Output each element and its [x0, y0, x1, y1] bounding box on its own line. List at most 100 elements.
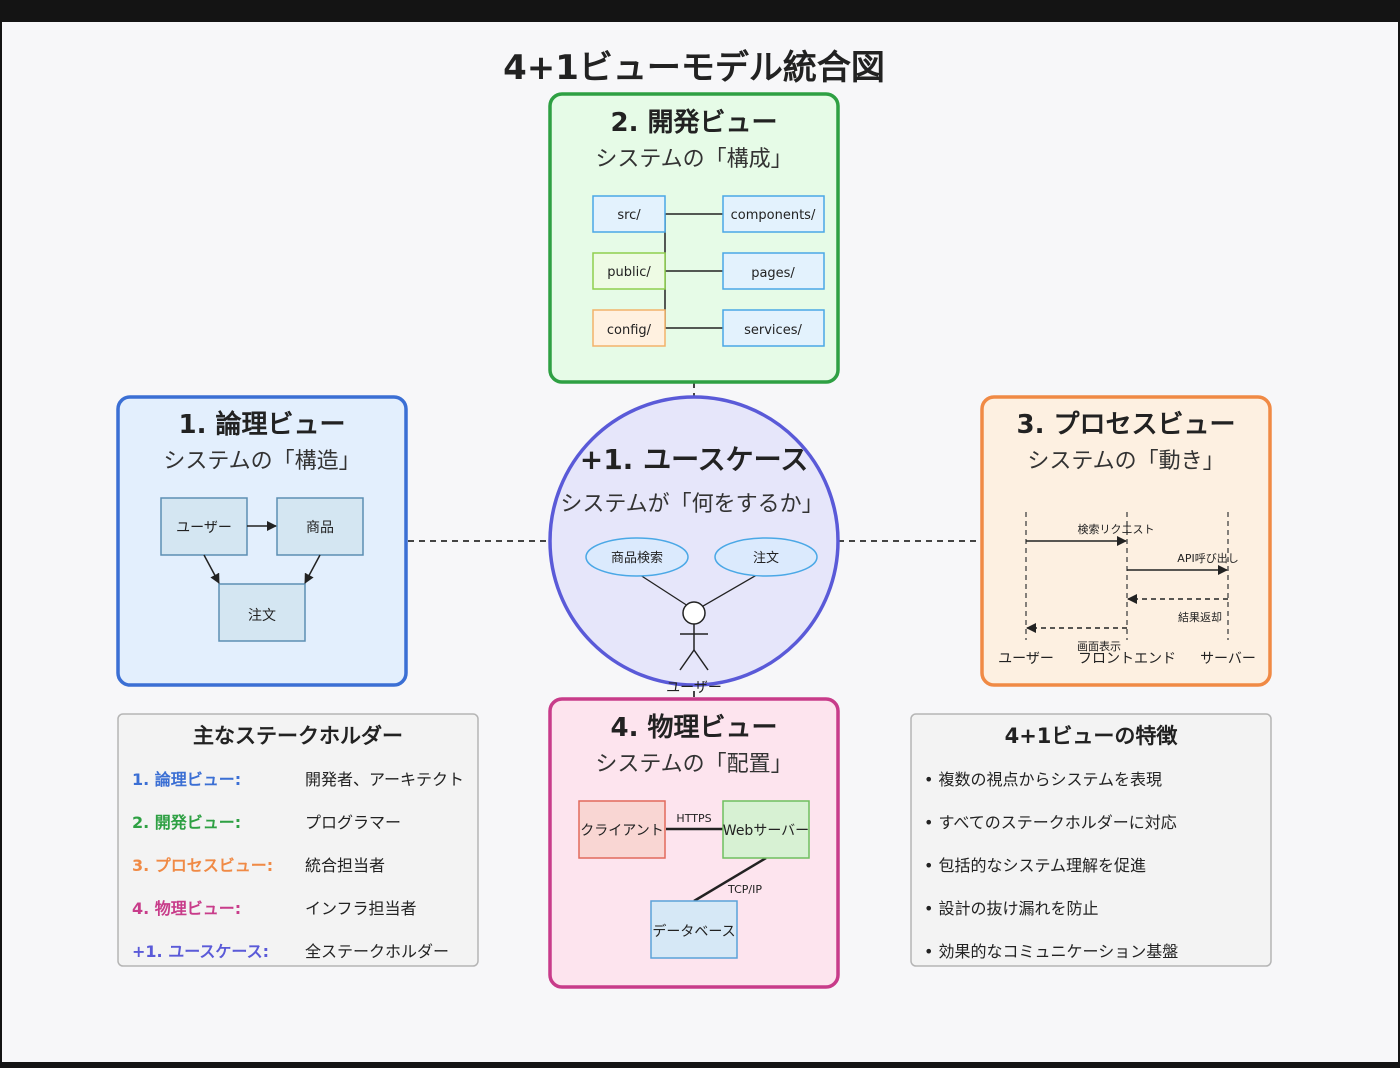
lifeline-server-label: サーバー	[1200, 651, 1256, 667]
link-tcpip-label: TCP/IP	[727, 883, 762, 896]
stakeholder-role: 統合担当者	[305, 856, 385, 875]
folder-src-label: src/	[617, 208, 641, 223]
feature-item: • すべてのステークホルダーに対応	[924, 813, 1177, 832]
undo-icon[interactable]: ↶	[688, 1030, 708, 1055]
usecase-product-search-label: 商品検索	[611, 551, 663, 566]
stakeholder-view-label: 3. プロセスビュー:	[132, 856, 273, 875]
logical-view-subtitle: システムの「構造」	[163, 449, 360, 474]
feature-item: • 設計の抜け漏れを防止	[924, 899, 1099, 918]
stakeholder-view-label: 2. 開発ビュー:	[132, 813, 241, 832]
stakeholder-rows: 1. 論理ビュー: 開発者、アーキテクト 2. 開発ビュー: プログラマー 3. プロセ…	[132, 770, 464, 961]
lifeline-frontend-label: フロントエンド	[1078, 651, 1176, 667]
lifelines	[1025, 512, 1229, 640]
moon-icon[interactable]: ◐	[900, 1030, 920, 1055]
logical-view-box	[116, 395, 408, 687]
stakeholder-view-label: +1. ユースケース:	[132, 942, 269, 961]
stakeholder-role: 全ステークホルダー	[305, 942, 449, 961]
stakeholder-view-label: 4. 物理ビュー:	[132, 899, 241, 918]
class-product	[276, 497, 364, 556]
folder-services-label: services/	[744, 323, 802, 338]
class-user-label: ユーザー	[176, 520, 232, 536]
message-search-request: 検索リクエスト	[1078, 522, 1155, 536]
stakeholders-panel: 主なステークホルダー 1. 論理ビュー: 開発者、アーキテクト 2. 開発ビュー: プ…	[117, 713, 479, 967]
features-heading: 4+1ビューの特徴	[1005, 724, 1179, 748]
class-order-label: 注文	[248, 608, 276, 624]
diagram-title: 4+1ビューモデル統合図	[503, 48, 885, 88]
folder-pages	[722, 252, 825, 290]
share-icon[interactable]: ↑	[847, 1030, 867, 1055]
stakeholder-role: インフラ担当者	[305, 899, 417, 918]
viewer-caption: スクリーンショット 2025-02-28 12.01.43.png (8/10)	[496, 1000, 904, 1019]
process-view-heading: 3. プロセスビュー	[1016, 410, 1235, 440]
usecase-view-circle	[548, 395, 840, 687]
node-web-server	[722, 800, 810, 859]
sequence-messages	[1026, 536, 1228, 633]
logical-view-heading: 1. 論理ビュー	[178, 409, 345, 440]
back-icon[interactable]: ←	[794, 1030, 814, 1055]
node-client-label: クライアント	[580, 823, 663, 839]
node-database-label: データベース	[652, 923, 735, 940]
features-panel: 4+1ビューの特徴 • 複数の視点からシステムを表現 • すべてのステークホルダー…	[910, 713, 1272, 967]
info-icon[interactable]: ⓘ	[421, 1030, 444, 1055]
usecase-product-search	[585, 537, 689, 577]
process-view-panel: 3. プロセスビュー システムの「動き」 検索リクエスト API呼び出し 結果返…	[980, 395, 1272, 687]
features-box	[910, 713, 1272, 967]
actor-label: ユーザー	[666, 680, 722, 696]
class-product-label: 商品	[306, 520, 334, 536]
message-screen-display: 画面表示	[1077, 639, 1121, 653]
development-view-subtitle: システムの「構成」	[595, 147, 792, 172]
stakeholders-box	[117, 713, 479, 967]
class-relations	[203, 521, 321, 584]
folder-src	[592, 195, 666, 233]
usecase-view-subtitle: システムが「何をするか」	[560, 492, 823, 517]
node-database	[650, 900, 738, 959]
physical-view-subtitle: システムの「配置」	[595, 752, 792, 777]
usecase-view-heading: +1. ユースケース	[580, 443, 809, 476]
feature-item: • 複数の視点からシステムを表現	[924, 770, 1162, 789]
stakeholder-role: プログラマー	[305, 813, 401, 832]
fit-icon[interactable]: ⤢	[583, 1030, 601, 1055]
folder-pages-label: pages/	[751, 266, 795, 281]
zoom-in-icon[interactable]: ⊕	[476, 1030, 496, 1055]
development-view-panel: 2. 開発ビュー システムの「構成」 src/ public/ config/ …	[548, 92, 840, 384]
link-tcpip	[693, 856, 767, 903]
edit-icon[interactable]: ✎	[953, 1030, 973, 1055]
folder-config-label: config/	[607, 323, 652, 338]
redo-icon[interactable]: ↷	[741, 1030, 761, 1055]
folder-services	[722, 309, 825, 347]
physical-view-box	[548, 697, 840, 989]
process-view-subtitle: システムの「動き」	[1027, 449, 1224, 474]
feature-item: • 包括的なシステム理解を促進	[924, 856, 1146, 875]
stakeholders-heading: 主なステークホルダー	[193, 724, 403, 748]
folder-config	[592, 309, 666, 347]
usecase-order-label: 注文	[753, 551, 779, 566]
folder-public	[592, 252, 666, 290]
usecase-links	[636, 572, 761, 607]
lifeline-user-label: ユーザー	[998, 651, 1054, 667]
physical-view-panel: 4. 物理ビュー システムの「配置」 クライアント Webサーバー データベース…	[548, 697, 840, 989]
folder-components	[722, 195, 825, 233]
physical-view-heading: 4. 物理ビュー	[610, 713, 777, 743]
rotate-left-icon[interactable]: ⟳	[635, 1030, 655, 1055]
node-client	[578, 800, 666, 859]
feature-rows: • 複数の視点からシステムを表現 • すべてのステークホルダーに対応 • 包括的なシ…	[924, 770, 1178, 961]
zoom-out-icon[interactable]: ⊖	[529, 1030, 549, 1055]
message-result-return: 結果返却	[1178, 610, 1222, 624]
feature-item: • 効果的なコミュニケーション基盤	[924, 942, 1178, 961]
stakeholder-view-label: 1. 論理ビュー:	[132, 770, 241, 789]
folder-public-label: public/	[607, 265, 651, 280]
folder-components-label: components/	[731, 208, 816, 223]
viewer-overlay: スクリーンショット 2025-02-28 12.01.43.png (8/10)…	[0, 990, 1400, 1068]
class-order	[218, 583, 306, 642]
usecase-view-panel: +1. ユースケース システムが「何をするか」 商品検索 注文 ユーザー	[548, 395, 840, 696]
message-api-call: API呼び出し	[1177, 551, 1238, 565]
link-https-label: HTTPS	[676, 812, 711, 825]
actor-icon	[679, 601, 709, 671]
stakeholder-role: 開発者、アーキテクト	[305, 770, 464, 789]
usecase-order	[714, 537, 818, 577]
logical-view-panel: 1. 論理ビュー システムの「構造」 ユーザー 商品 注文	[116, 395, 408, 687]
node-web-server-label: Webサーバー	[723, 823, 809, 839]
development-view-heading: 2. 開発ビュー	[610, 108, 777, 138]
